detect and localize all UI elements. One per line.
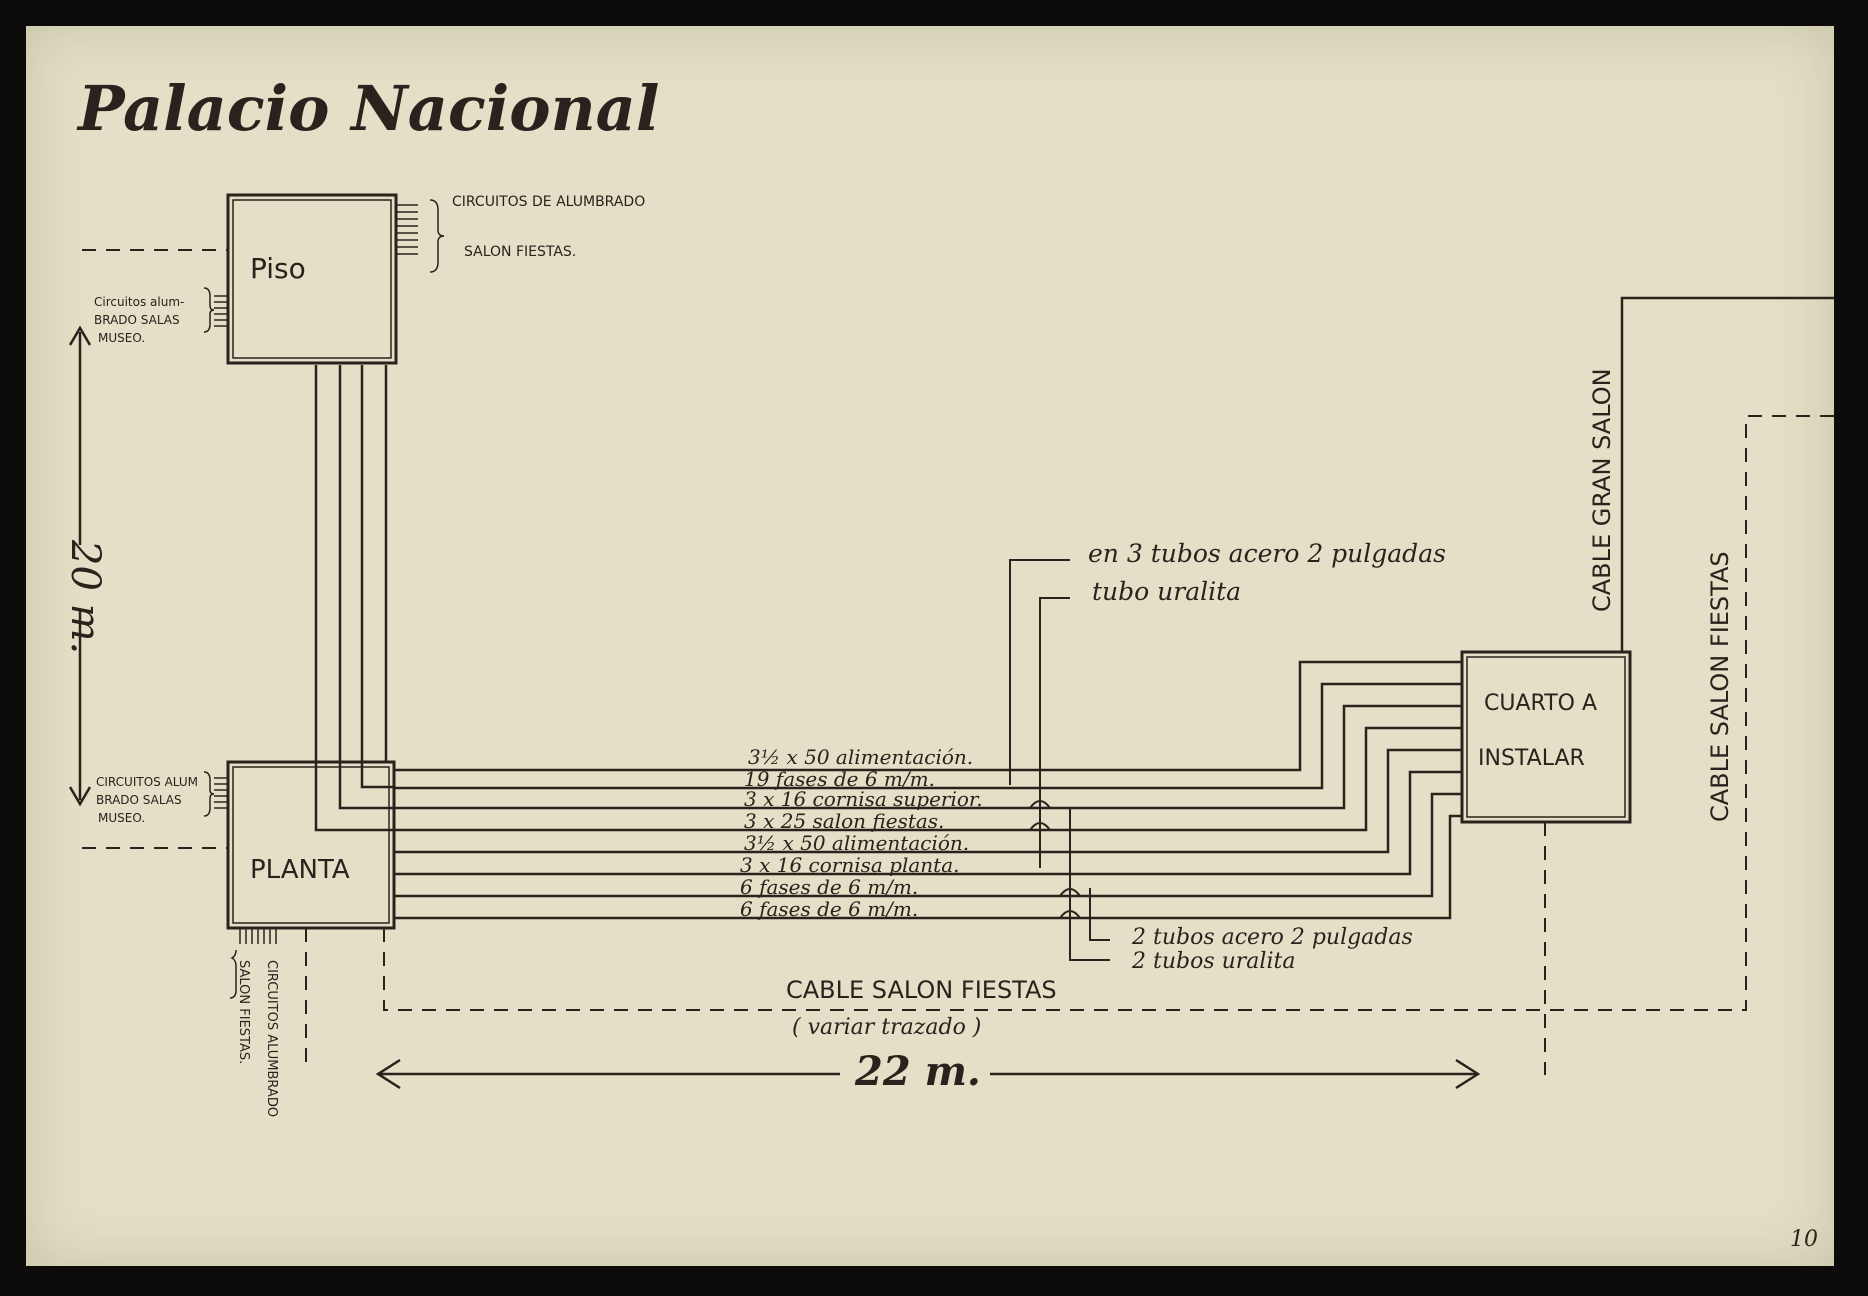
vertical-risers: [314, 365, 394, 832]
piso-circuits-label-line1: Circuitos de alumbrado: [452, 194, 645, 210]
cable-label: 3½ x 50 alimentación.: [748, 745, 973, 769]
page-number: 10: [1790, 1227, 1818, 1252]
room-cuarto-label-line2: instalar: [1478, 746, 1585, 771]
conduit-leaders: [1009, 559, 1110, 961]
cable-label: 3 x 16 cornisa superior.: [744, 787, 983, 811]
room-cuarto-a-instalar: Cuarto a instalar: [1460, 650, 1632, 824]
museo-lower-line3: museo.: [98, 811, 145, 825]
museo-lower-line1: Circuitos alum: [96, 775, 198, 789]
room-planta: Planta: [226, 760, 396, 930]
museo-upper-ticks: [203, 287, 228, 333]
cable-label-list: 3½ x 50 alimentación. 19 fases de 6 m/m.…: [740, 745, 983, 921]
cable-label: 6 fases de 6 m/m.: [740, 897, 918, 921]
museo-upper-line1: Circuitos alum-: [94, 295, 184, 309]
museo-upper-line2: brado salas: [94, 313, 180, 327]
cable-label: 3½ x 50 alimentación.: [744, 831, 969, 855]
paper-sheet: [26, 26, 1834, 1266]
cable-label: 3 x 25 salon fiestas.: [744, 809, 944, 833]
cable-label: 19 fases de 6 m/m.: [744, 767, 935, 791]
museo-lower-line2: brado salas: [96, 793, 182, 807]
dimension-vertical: [68, 325, 92, 807]
cable-salon-fiestas-right-label: Cable Salon Fiestas: [1706, 551, 1734, 822]
planta-circuit-ticks: [229, 928, 277, 999]
room-cuarto-label-line1: Cuarto a: [1484, 691, 1597, 716]
dimension-horizontal-label: 22 m.: [854, 1048, 981, 1095]
dimension-horizontal: [375, 1058, 1481, 1090]
dashed-routes: [82, 249, 1834, 1075]
museo-upper-line3: museo.: [98, 331, 145, 345]
cable-gran-salon-label: Cable Gran Salon: [1588, 368, 1616, 612]
cable-salon-fiestas-bottom-label: Cable Salon Fiestas: [786, 976, 1057, 1004]
room-planta-label: Planta: [250, 855, 350, 885]
room-piso-label: Piso: [250, 252, 306, 285]
cable-runs: [394, 296, 1834, 920]
planta-circuits-line2: salon fiestas.: [236, 960, 251, 1064]
piso-circuit-ticks: [396, 199, 445, 273]
dimension-vertical-label: 20 m.: [62, 539, 108, 654]
variar-trazado-label: ( variar trazado ): [792, 1015, 981, 1040]
tubes-upper-line1: en 3 tubos acero 2 pulgadas: [1088, 539, 1446, 568]
tubes-upper-line2: tubo uralita: [1092, 577, 1241, 606]
room-piso: Piso: [226, 193, 398, 365]
planta-circuits-line1: Circuitos alumbrado: [264, 960, 279, 1117]
tubes-lower-line1: 2 tubos acero 2 pulgadas: [1131, 925, 1413, 950]
museo-lower-ticks: [203, 771, 228, 817]
tubes-lower-line2: 2 tubos uralita: [1131, 949, 1295, 974]
diagram-title: Palacio Nacional: [76, 72, 659, 145]
cable-label: 6 fases de 6 m/m.: [740, 875, 918, 899]
cable-label: 3 x 16 cornisa planta.: [740, 853, 959, 877]
piso-circuits-label-line2: salon fiestas.: [464, 244, 576, 260]
